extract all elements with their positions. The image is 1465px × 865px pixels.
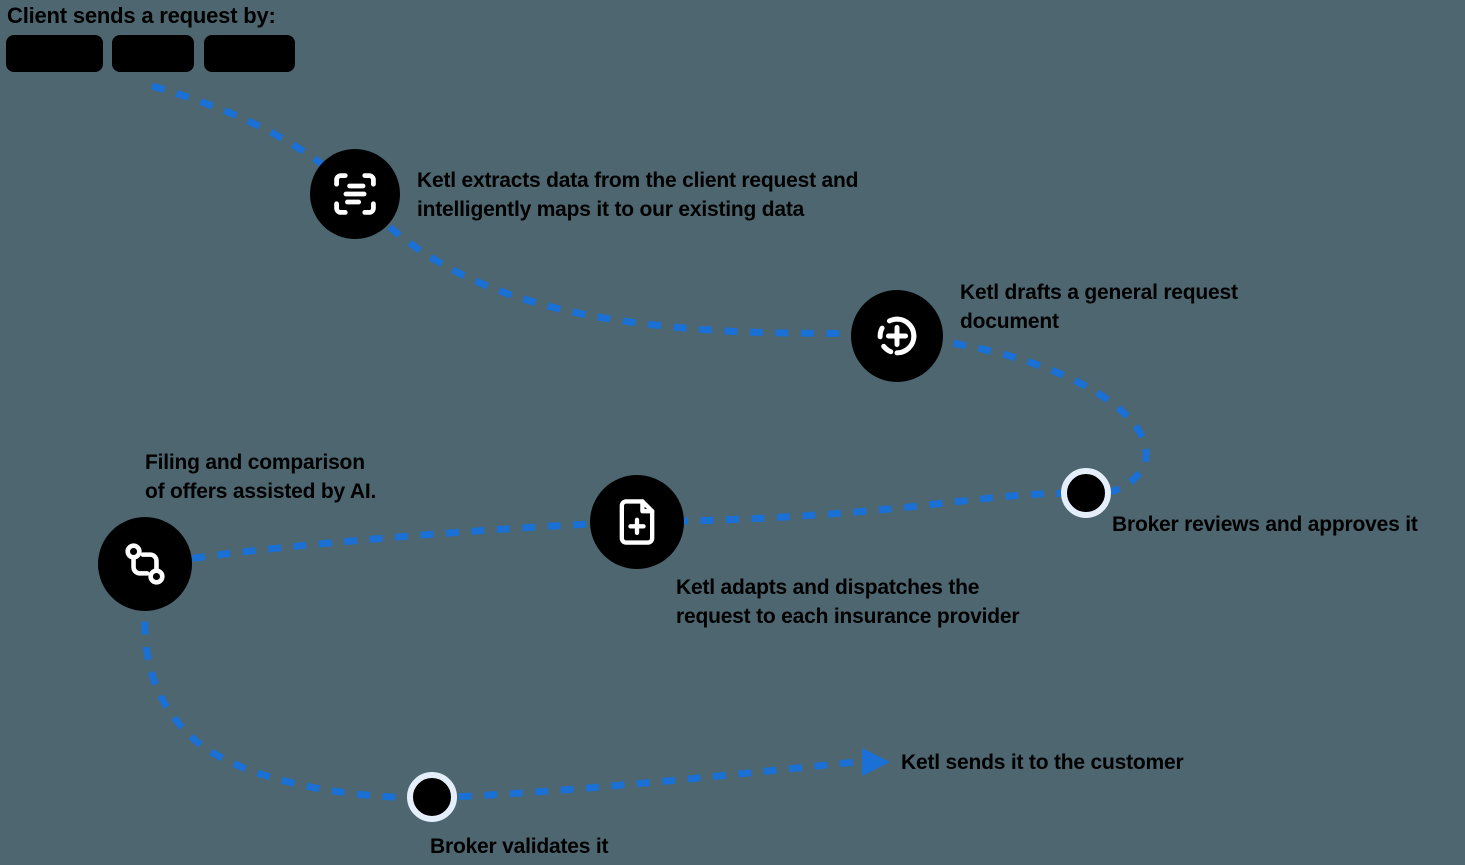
draft-label-line1: Ketl drafts a general request [960,281,1238,304]
request-channel-chip-3 [204,35,295,72]
filing-label: Filing and comparison of offers assisted… [145,448,376,506]
dispatch-node [590,475,684,569]
scan-text-icon [334,173,376,215]
draft-node [851,290,943,382]
review-milestone-dot [1061,468,1111,518]
draft-label-line2: document [960,310,1059,333]
validate-milestone-dot [407,772,457,822]
filing-label-line2: of offers assisted by AI. [145,480,377,503]
extract-label-line2: intelligently maps it to our existing da… [417,198,805,221]
diagram-title: Client sends a request by: [7,3,276,28]
dispatch-label: Ketl adapts and dispatches the request t… [676,573,1020,631]
extract-label: Ketl extracts data from the client reque… [417,166,858,224]
extract-node [310,149,400,239]
git-compare-icon [125,543,165,585]
filing-label-line1: Filing and comparison [145,451,365,474]
dispatch-label-line1: Ketl adapts and dispatches the [676,576,980,599]
arrow-right-icon [862,748,890,776]
dispatch-label-line2: request to each insurance provider [676,605,1020,628]
filing-node [98,517,192,611]
send-label: Ketl sends it to the customer [901,751,1184,774]
request-channel-chip-2 [112,35,194,72]
file-plus-icon [619,499,655,545]
draft-label: Ketl drafts a general request document [960,278,1238,336]
review-label: Broker reviews and approves it [1112,513,1418,536]
extract-label-line1: Ketl extracts data from the client reque… [417,169,859,192]
request-channel-chip-1 [6,35,103,72]
circle-dashed-plus-icon [877,316,917,356]
validate-label: Broker validates it [430,835,609,858]
